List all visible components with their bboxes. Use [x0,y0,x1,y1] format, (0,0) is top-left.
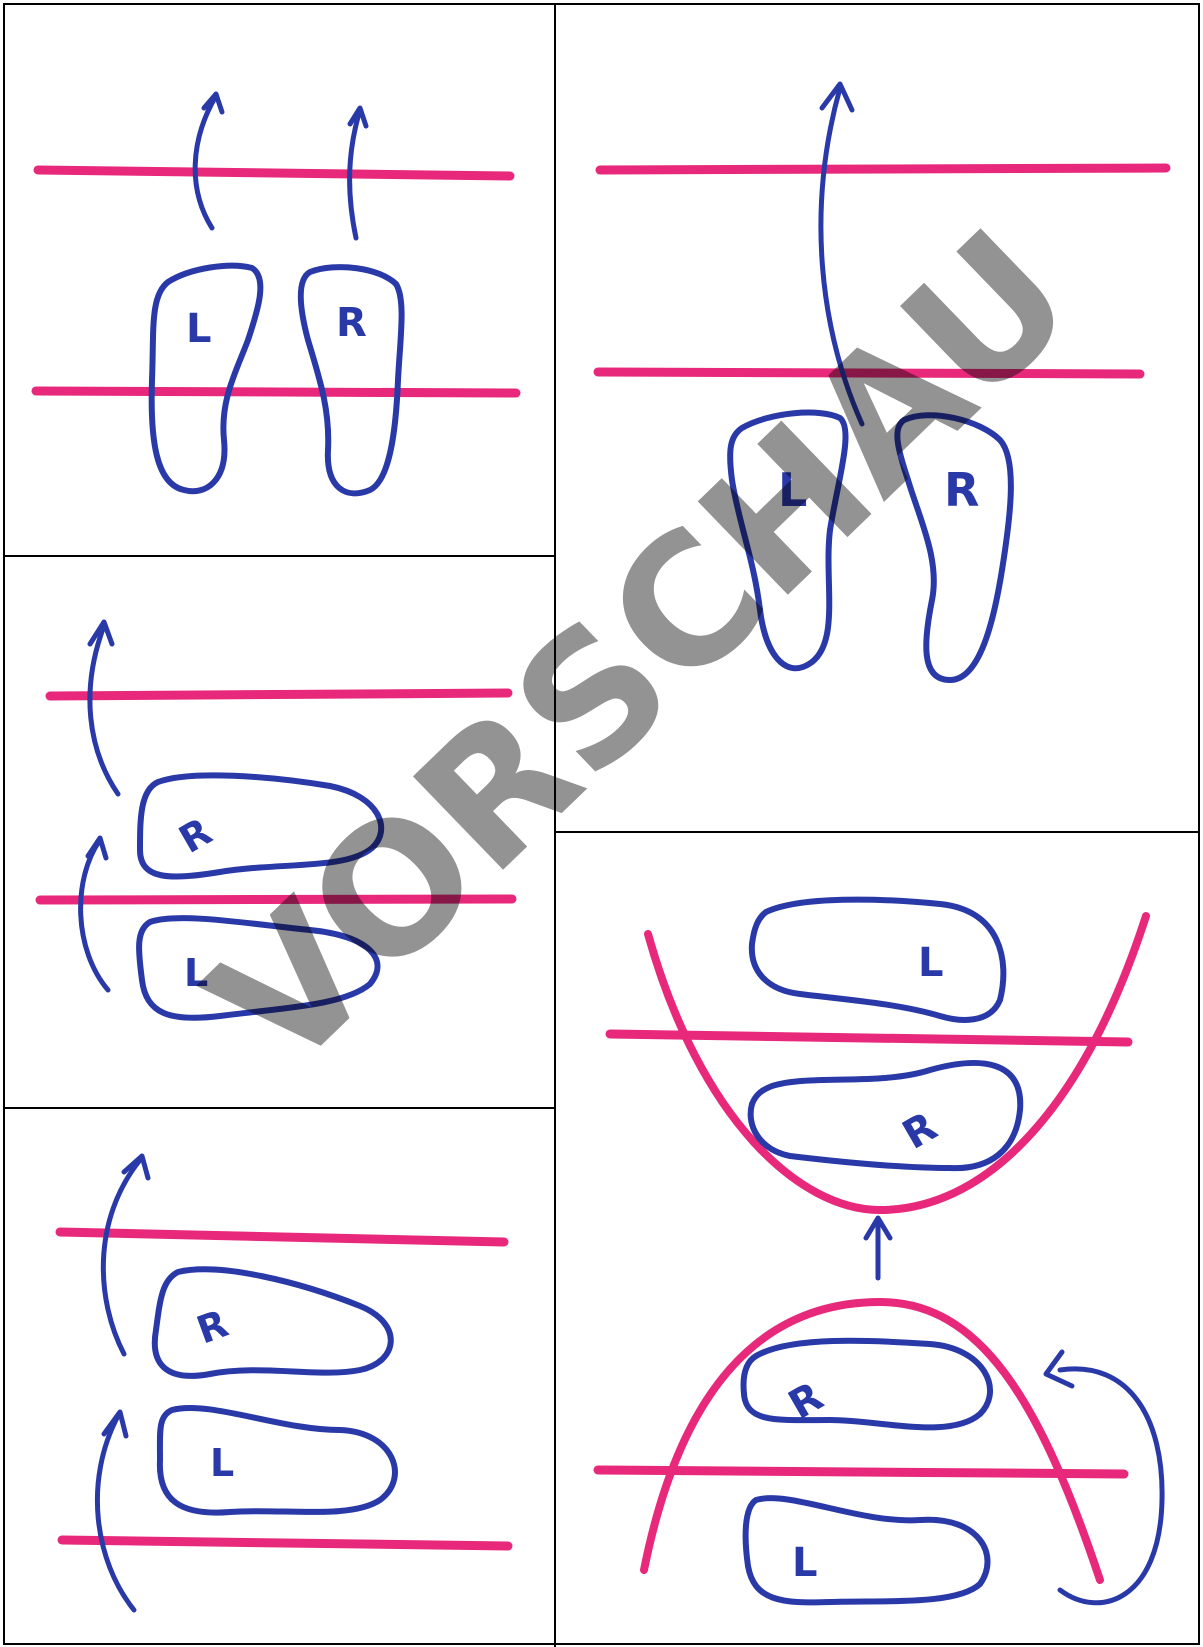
arrow-up-icon [97,1416,134,1610]
watermark-preview: VORSCHAU [171,192,1112,1110]
panel-1: L R [36,94,516,493]
pink-line-bottom [36,391,516,393]
right-foot-label: R [191,1301,234,1352]
arrow-up-icon [103,1160,140,1354]
pink-line-top [600,168,1166,170]
left-foot-label: L [210,1441,234,1485]
right-foot-icon [155,1269,391,1376]
pink-line-top [50,693,508,696]
left-foot-icon [746,1498,988,1602]
left-foot-label: L [186,306,212,352]
left-foot-icon [752,900,1004,1020]
right-foot-icon [744,1341,991,1428]
pink-line-bottom [598,1470,1124,1474]
left-foot-icon [152,266,261,492]
right-foot-label: R [895,1104,945,1159]
panel-4: R L [60,1156,508,1610]
arrow-up-icon [90,626,118,794]
pink-line-top [38,170,510,176]
left-foot-label: L [918,940,944,986]
left-foot-icon [160,1408,395,1513]
panel-5: L R R L [598,900,1162,1603]
left-foot-label: L [792,1540,818,1586]
arrow-up-icon [195,96,216,228]
right-foot-icon [751,1063,1021,1168]
right-foot-label: R [172,809,219,862]
right-foot-label: R [336,300,367,346]
pink-line-bottom [62,1540,508,1546]
rotate-arrow-icon [1060,1369,1162,1603]
pink-line-top [60,1232,504,1242]
arrow-up-icon [81,840,108,990]
